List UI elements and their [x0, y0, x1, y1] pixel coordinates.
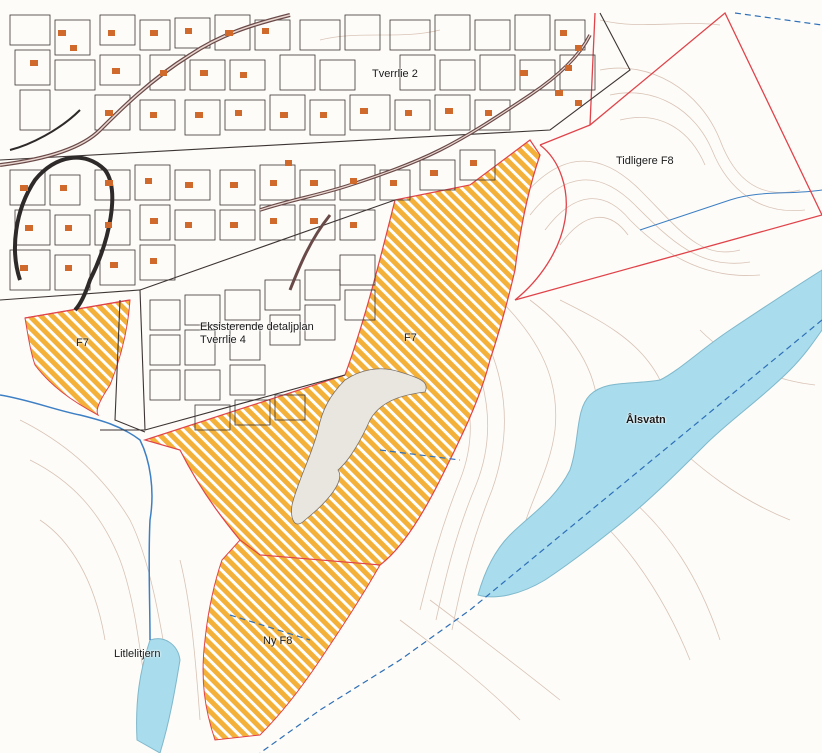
label-ny-f8: Ny F8: [263, 635, 293, 647]
label-alsvatn: Ålsvatn: [626, 414, 666, 426]
lake-alsvatn: [477, 269, 822, 598]
boundary: [514, 144, 567, 301]
zone-f7-center: [142, 139, 541, 566]
lake-litlelitjern: [136, 638, 181, 753]
label-litlelitjern: Litlelitjern: [114, 648, 161, 660]
label-existing-plan-line2: Tverrlie 4: [200, 334, 246, 346]
stream: [0, 394, 153, 641]
dashed-boundaries: [229, 12, 822, 753]
zone-ny-f8: [202, 539, 381, 741]
tidligere-f8-boundary: [539, 11, 822, 216]
zone-f7-west: [24, 299, 131, 417]
water-bodies: [0, 189, 822, 753]
plan-boundaries: [24, 11, 822, 319]
label-tverrlie-2: Tverrlie 2: [372, 68, 418, 80]
zoning-areas: [24, 139, 541, 741]
buildings: [20, 28, 582, 271]
terrain-gap: [291, 368, 427, 525]
boundary: [589, 12, 596, 126]
existing-detail-plans: [0, 12, 631, 433]
label-existing-plan-line1: Eksisterende detaljplan: [200, 321, 314, 333]
stream: [639, 189, 822, 231]
label-existing-plan: Eksisterende detaljplan Tverrlie 4: [200, 321, 314, 347]
label-f7-west: F7: [76, 337, 89, 349]
tidligere-f8-boundary: [514, 214, 822, 301]
label-tidligere-f8: Tidligere F8: [616, 155, 674, 167]
roads: [0, 13, 592, 312]
label-f7-center: F7: [404, 332, 417, 344]
